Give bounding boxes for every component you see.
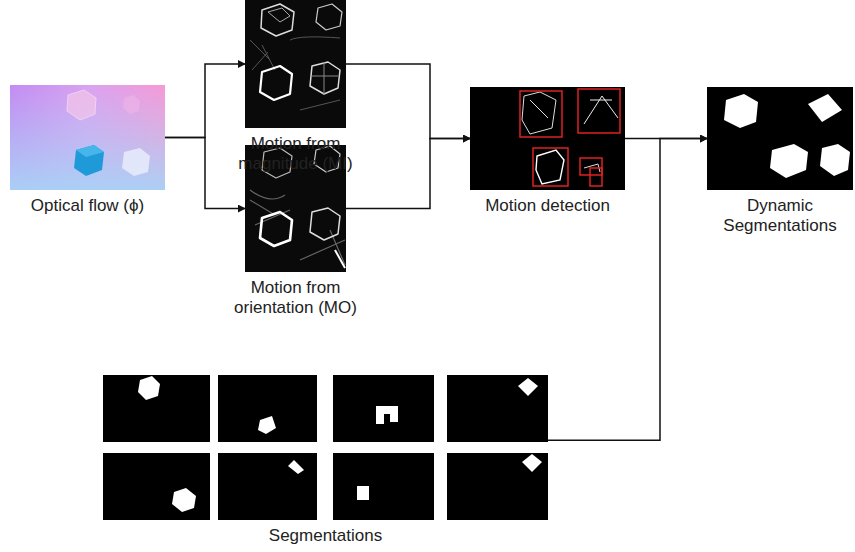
- image-frame: [470, 87, 625, 190]
- flow-arrow: [346, 64, 470, 139]
- flow-arrow: [165, 138, 245, 209]
- image-panel: Motion from orientation (MO): [245, 145, 346, 272]
- detection-map: [470, 87, 625, 190]
- image-frame: [245, 0, 346, 128]
- optical-flow-image: [10, 85, 165, 190]
- image-caption: Motion from magnitude (MI): [231, 134, 361, 174]
- flow-arrow: [165, 64, 245, 138]
- image-caption: Motion detection: [468, 196, 628, 216]
- image-panel: Motion detection: [470, 87, 625, 190]
- flow-arrow: [346, 139, 470, 209]
- image-caption: Dynamic Segmentations: [710, 196, 850, 236]
- magnitude-map: [245, 0, 346, 128]
- image-frame: [10, 85, 165, 190]
- flow-arrow: [548, 139, 707, 441]
- image-frame: [245, 145, 346, 272]
- dynamic-segmentation-map: [707, 87, 853, 190]
- image-panel: Motion from magnitude (MI): [245, 0, 346, 128]
- image-panel: Dynamic Segmentations: [707, 87, 853, 190]
- image-frame: [707, 87, 853, 190]
- flow-arrow: [625, 138, 707, 140]
- image-caption: Motion from orientation (MO): [231, 278, 361, 318]
- image-caption: Optical flow (ϕ): [8, 196, 168, 216]
- image-group: Segmentations: [103, 375, 548, 520]
- image-panel: Optical flow (ϕ): [10, 85, 165, 190]
- image-caption: Segmentations: [226, 526, 426, 546]
- image-frame: [103, 375, 548, 520]
- segmentation-masks: [103, 375, 548, 520]
